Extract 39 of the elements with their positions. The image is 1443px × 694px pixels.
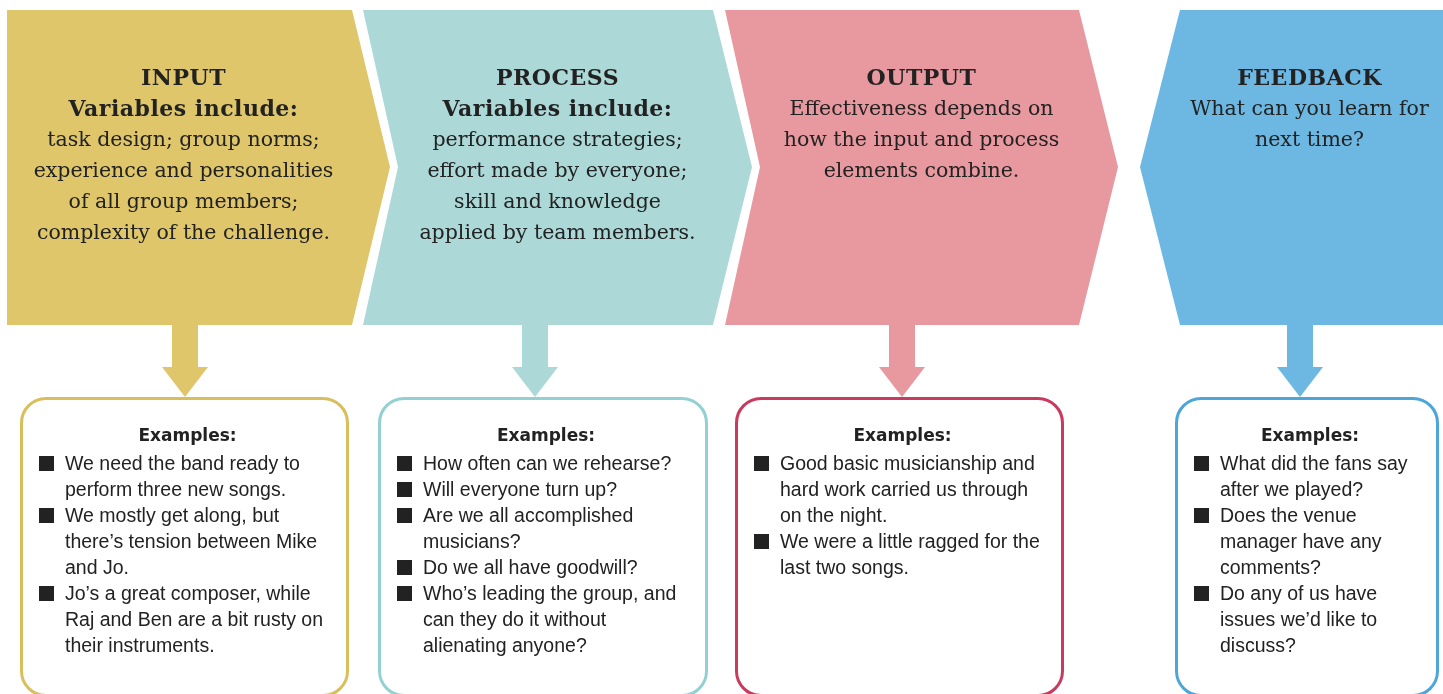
examples-card — [20, 397, 349, 694]
example-text: Do we all have goodwill? — [423, 556, 638, 578]
example-text: Will everyone turn up? — [423, 478, 617, 500]
description-text: What can you learn for next time? — [1189, 95, 1430, 153]
example-text: What did the fans say after we played? — [1220, 452, 1408, 500]
subheading: Variables include: — [441, 94, 674, 123]
examples-heading: Examples: — [495, 424, 597, 447]
arrow — [162, 325, 208, 397]
example-text: Are we all accomplished musicians? — [423, 504, 634, 552]
description-text: task design; group norms; experience and personalities of all group members; complexity of the challenge. — [32, 126, 335, 246]
stage-heading: OUTPUT — [865, 63, 978, 92]
examples-heading: Examples: — [137, 424, 238, 447]
examples-heading: Examples: — [852, 424, 953, 447]
stage-heading: INPUT — [140, 63, 227, 92]
example-text: Do any of us have issues we’d like to discuss? — [1220, 582, 1378, 656]
chevron-shape — [1140, 10, 1443, 325]
chevron-shape — [7, 10, 390, 325]
example-text: Good basic musicianship and hard work carried us through on the night. — [780, 452, 1035, 526]
examples-card — [735, 397, 1064, 694]
description-text: performance strategies; effort made by everyone; skill and knowledge applied by team members. — [418, 126, 697, 246]
example-text: We mostly get along, but there’s tension between Mike and Jo. — [65, 504, 318, 578]
chevron-shape — [725, 10, 1118, 325]
description-text: Effectiveness depends on how the input and process elements combine. — [782, 95, 1061, 184]
arrow — [879, 325, 925, 397]
stage-heading: PROCESS — [494, 63, 621, 92]
arrow — [512, 325, 558, 397]
examples-heading: Examples: — [1259, 424, 1361, 447]
example-text: Who’s leading the group, and can they do it without alienating anyone? — [423, 582, 677, 656]
examples-card — [1175, 397, 1439, 694]
example-text: Does the venue manager have any comments? — [1220, 504, 1382, 578]
example-text: We need the band ready to perform three new songs. — [65, 452, 300, 500]
example-text: We were a little ragged for the last two songs. — [780, 530, 1040, 578]
arrow — [1277, 325, 1323, 397]
examples-card — [378, 397, 708, 694]
subheading: Variables include: — [67, 94, 300, 123]
example-text: How often can we rehearse? — [423, 452, 672, 474]
stage-heading: FEEDBACK — [1236, 63, 1383, 92]
chevron-shape — [363, 10, 752, 325]
example-text: Jo’s a great composer, while Raj and Ben are a bit rusty on their instruments. — [65, 582, 323, 656]
